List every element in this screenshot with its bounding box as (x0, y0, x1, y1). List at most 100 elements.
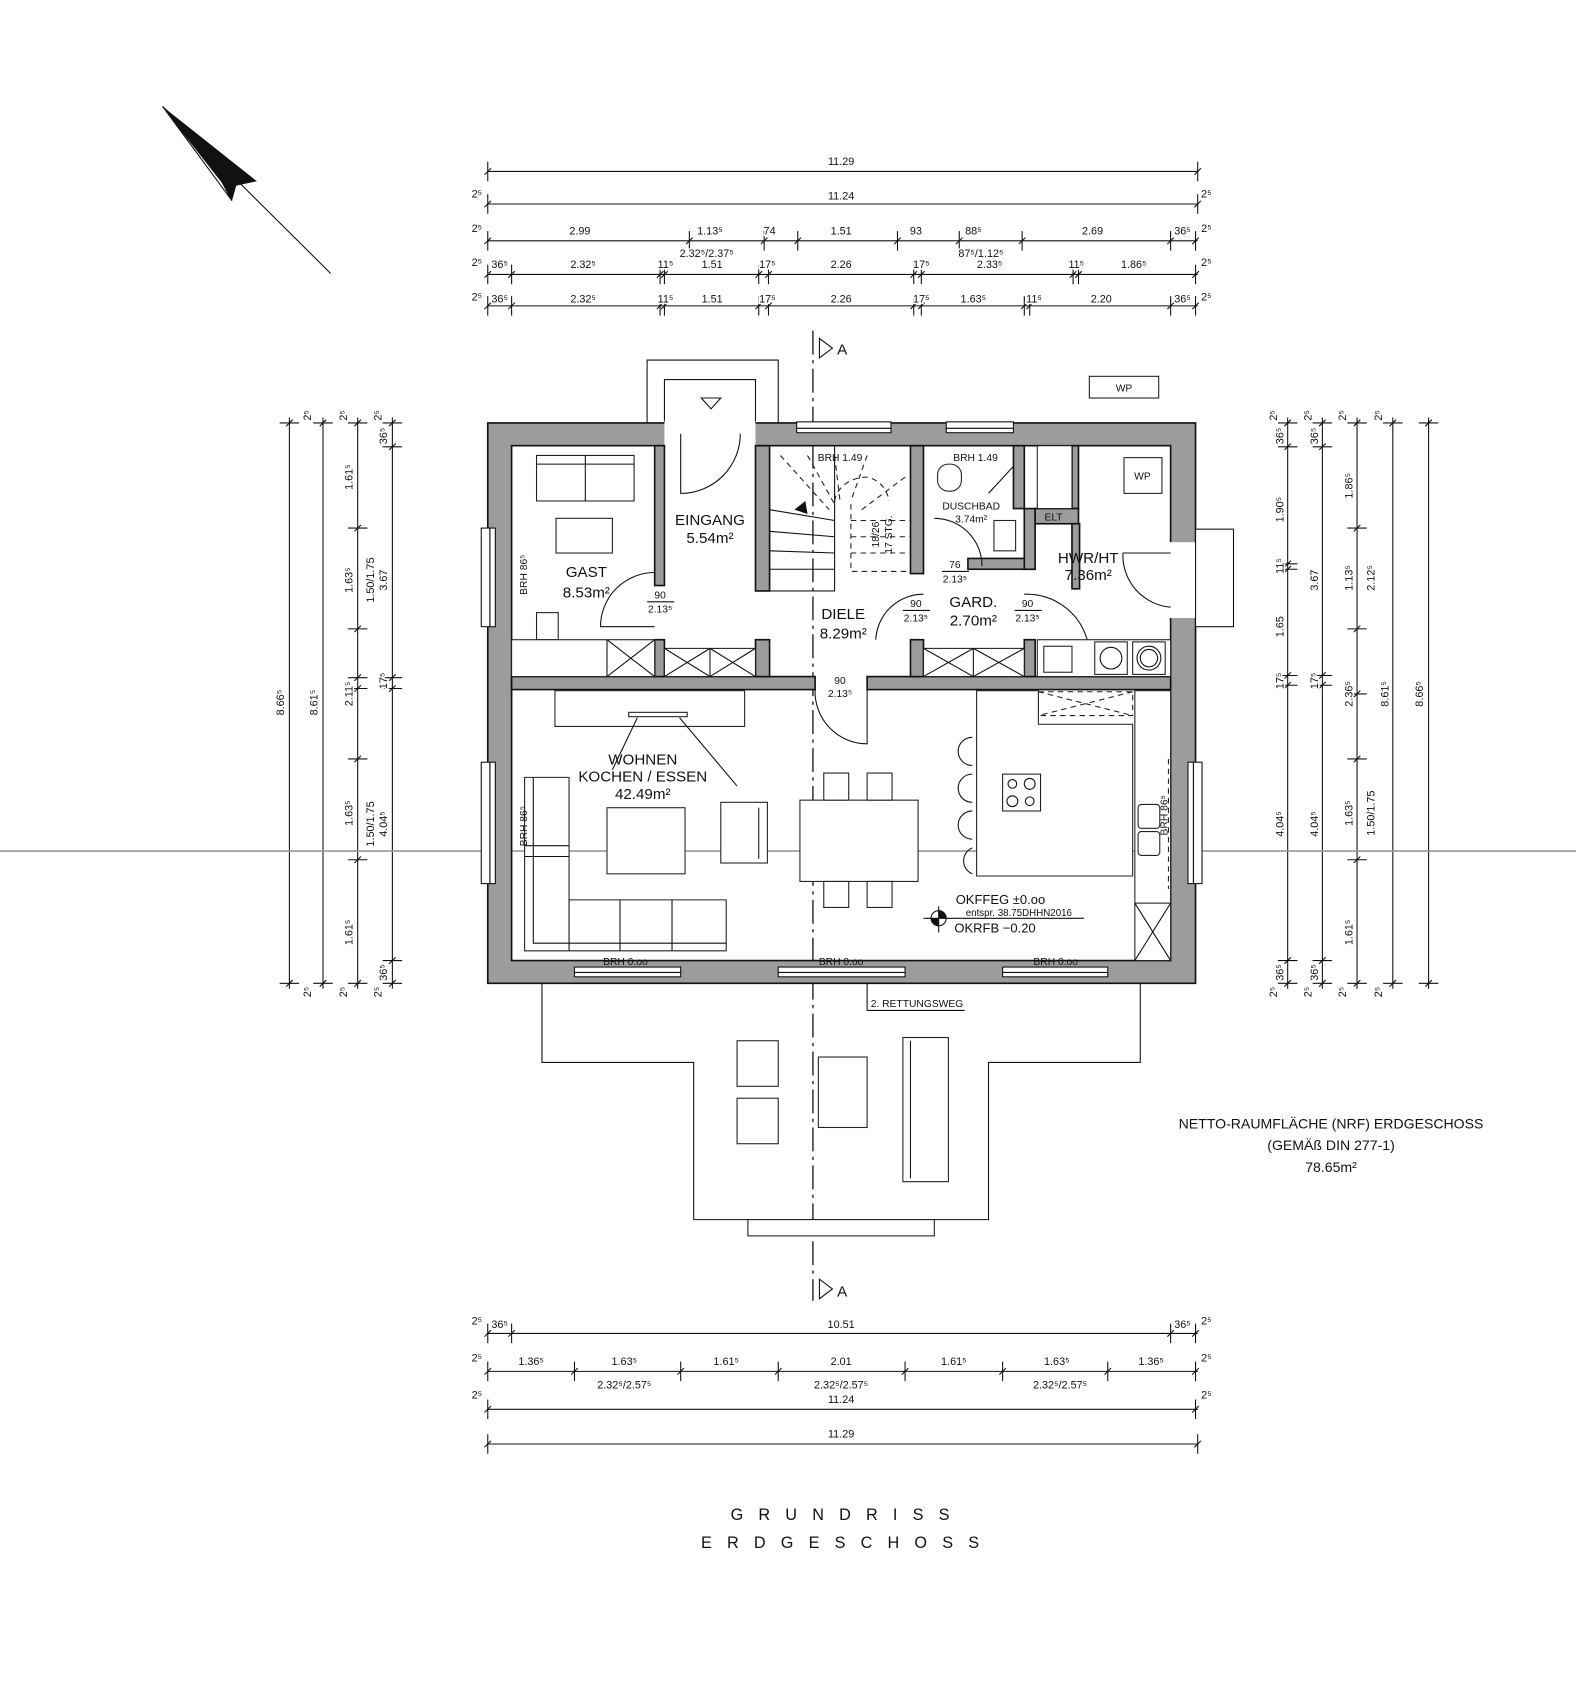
dimension-label: 11⁵ (658, 259, 674, 271)
dimension-tick (1166, 1329, 1175, 1338)
dimension-tick (1191, 1367, 1200, 1375)
datum-label: entspr. 38.75DHHN2016 (966, 908, 1072, 919)
dimension-tick (285, 979, 294, 987)
dimension-tick (1191, 1405, 1200, 1413)
dimension-label: 2⁵ (373, 987, 385, 998)
dimension-label: 1.63⁵ (612, 1356, 638, 1368)
room-eingang-name: EINGANG (675, 512, 745, 529)
door-height: 2.13⁵ (1015, 613, 1039, 624)
dimension-label: 1.63⁵ (1044, 1356, 1070, 1368)
dimension-label: 2⁵ (472, 188, 483, 200)
section-label-bottom: A (837, 1284, 848, 1301)
stair-steps-label: 17 STG. (884, 515, 895, 553)
drawing-title-line1: GRUNDRISS (731, 1506, 965, 1524)
dimension-tick (1318, 419, 1327, 427)
dimension-label: 2⁵ (1268, 410, 1280, 421)
brh-label: BRH 86⁵ (519, 555, 530, 595)
dimension-tick (1026, 302, 1034, 310)
dimension-tick (388, 684, 397, 693)
dimension-label: 11⁵ (1274, 558, 1286, 574)
dimension-tick (1194, 167, 1202, 176)
dimension-label: 17⁵ (759, 294, 776, 306)
dimension-label: 2⁵ (1337, 987, 1349, 998)
dimension-label: 2⁵ (1201, 1389, 1212, 1401)
dimension-tick (1284, 560, 1292, 568)
dimension-tick (764, 302, 773, 310)
dimension-label: 2⁵ (302, 410, 314, 421)
level-marker-icon (923, 906, 1084, 933)
dimension-tick (660, 270, 669, 279)
dimension-label: 17⁵ (1309, 673, 1321, 690)
dimension-label: 2⁵ (1201, 188, 1212, 200)
dimension-tick (1424, 979, 1433, 987)
dimension-label: 8.61⁵ (1379, 681, 1391, 707)
dimension-tick (388, 443, 397, 451)
dimension-label: 1.61⁵ (343, 920, 355, 946)
room-gard-area: 2.70m² (950, 613, 997, 630)
dimension-tick (484, 167, 492, 176)
dimension-label: 36⁵ (1174, 1319, 1191, 1331)
wp-label: WP (1134, 471, 1151, 482)
dimension-tick (570, 1367, 579, 1375)
dimension-label: 1.61⁵ (713, 1356, 739, 1368)
dimension-tick (893, 237, 902, 245)
brh-label: BRH 1.49 (953, 453, 998, 464)
dimension-label: 11.24 (828, 1394, 854, 1406)
dimension-tick (685, 237, 693, 245)
dimension-label: 87⁵/1.12⁵ (958, 248, 1003, 260)
dimension-tick (917, 302, 925, 310)
dimension-label: 11.24 (828, 191, 854, 203)
dimension-label: 1.13⁵ (1344, 565, 1356, 591)
dimension-label: 2⁵ (1201, 223, 1212, 235)
dimension-tick (1353, 856, 1361, 864)
dimension-tick (354, 755, 362, 763)
dimension-label: 36⁵ (1174, 225, 1191, 237)
dimension-label: 36⁵ (1309, 428, 1321, 445)
area-note: NETTO-RAUMFLÄCHE (NRF) ERDGESCHOSS (GEMÄ… (1179, 1116, 1484, 1175)
dimension-tick (354, 674, 362, 682)
dimension-tick (319, 419, 327, 427)
dimension-tick (484, 1440, 492, 1448)
dimension-label: 4.04⁵ (1309, 811, 1321, 837)
dimension-tick (354, 979, 362, 987)
dimension-tick (484, 302, 492, 310)
dimension-label: 2⁵ (472, 1316, 483, 1328)
dimension-label: 2⁵ (472, 291, 483, 303)
dimension-tick (354, 625, 362, 633)
dimension-tick (677, 1367, 685, 1375)
dimension-tick (1284, 565, 1292, 573)
dimension-tick (901, 1367, 909, 1375)
dimension-label: 2⁵ (302, 987, 314, 998)
dimension-label: 11.29 (828, 156, 854, 168)
dimension-label: 1.13⁵ (697, 225, 723, 237)
door-width: 90 (654, 591, 666, 602)
dimension-label: 2.32⁵/2.57⁵ (814, 1380, 868, 1392)
escape-route-label: 2. RETTUNGSWEG (871, 999, 964, 1010)
dimension-tick (1318, 979, 1327, 987)
room-diele-area: 8.29m² (820, 626, 867, 643)
drawing-title-line2: ERDGESCHOSS (701, 1534, 994, 1552)
dimension-tick (656, 302, 664, 310)
dimension-tick (1284, 956, 1292, 965)
dimension-label: 10.51 (828, 1319, 855, 1331)
room-labels: GAST 8.53m² EINGANG 5.54m² DIELE 8.29m² … (563, 502, 1119, 803)
dimension-label: 2.32⁵/2.57⁵ (1033, 1380, 1087, 1392)
door-width: 90 (910, 599, 922, 610)
section-label-top: A (837, 342, 848, 359)
dimension-tick (917, 270, 925, 279)
room-hwr-area: 7.36m² (1065, 567, 1112, 584)
brh-label: BRH 0.oo (1033, 957, 1078, 968)
dimension-tick (1318, 671, 1327, 680)
dimension-label: 1.36⁵ (518, 1356, 544, 1368)
dimension-label: 1.50/1.75 (365, 801, 377, 846)
dimension-label: 36⁵ (378, 428, 390, 445)
dimension-tick (1166, 237, 1175, 245)
dimension-tick (1353, 979, 1361, 987)
dimension-label: 8.66⁵ (275, 690, 287, 716)
north-arrow-icon (162, 106, 331, 274)
dimension-label: 1.63⁵ (343, 800, 355, 826)
room-duschbad-name: DUSCHBAD (942, 502, 1000, 513)
room-gard-name: GARD. (949, 594, 997, 611)
dimension-tick (1284, 681, 1292, 689)
